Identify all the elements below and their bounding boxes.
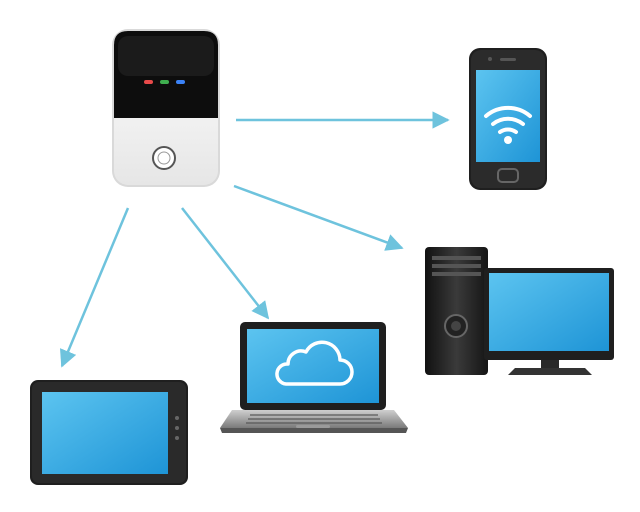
wifi-icon [484,105,532,144]
connection-arrow-desktop [233,184,404,251]
hotspot-indicator-lights [144,80,185,84]
laptop-icon [220,322,408,433]
tablet-icon [30,380,188,485]
connection-arrow-tablet [59,207,130,368]
connection-arrow-laptop [181,207,270,320]
desktop-tower [425,247,488,375]
smartphone-icon [469,48,547,190]
connections [59,111,450,368]
mobile-wifi-hotspot-icon [112,29,220,187]
cloud-icon [275,340,354,386]
hotspot-power-button [152,146,176,170]
desktop-monitor [484,268,614,375]
desktop-computer-icon [425,247,614,375]
